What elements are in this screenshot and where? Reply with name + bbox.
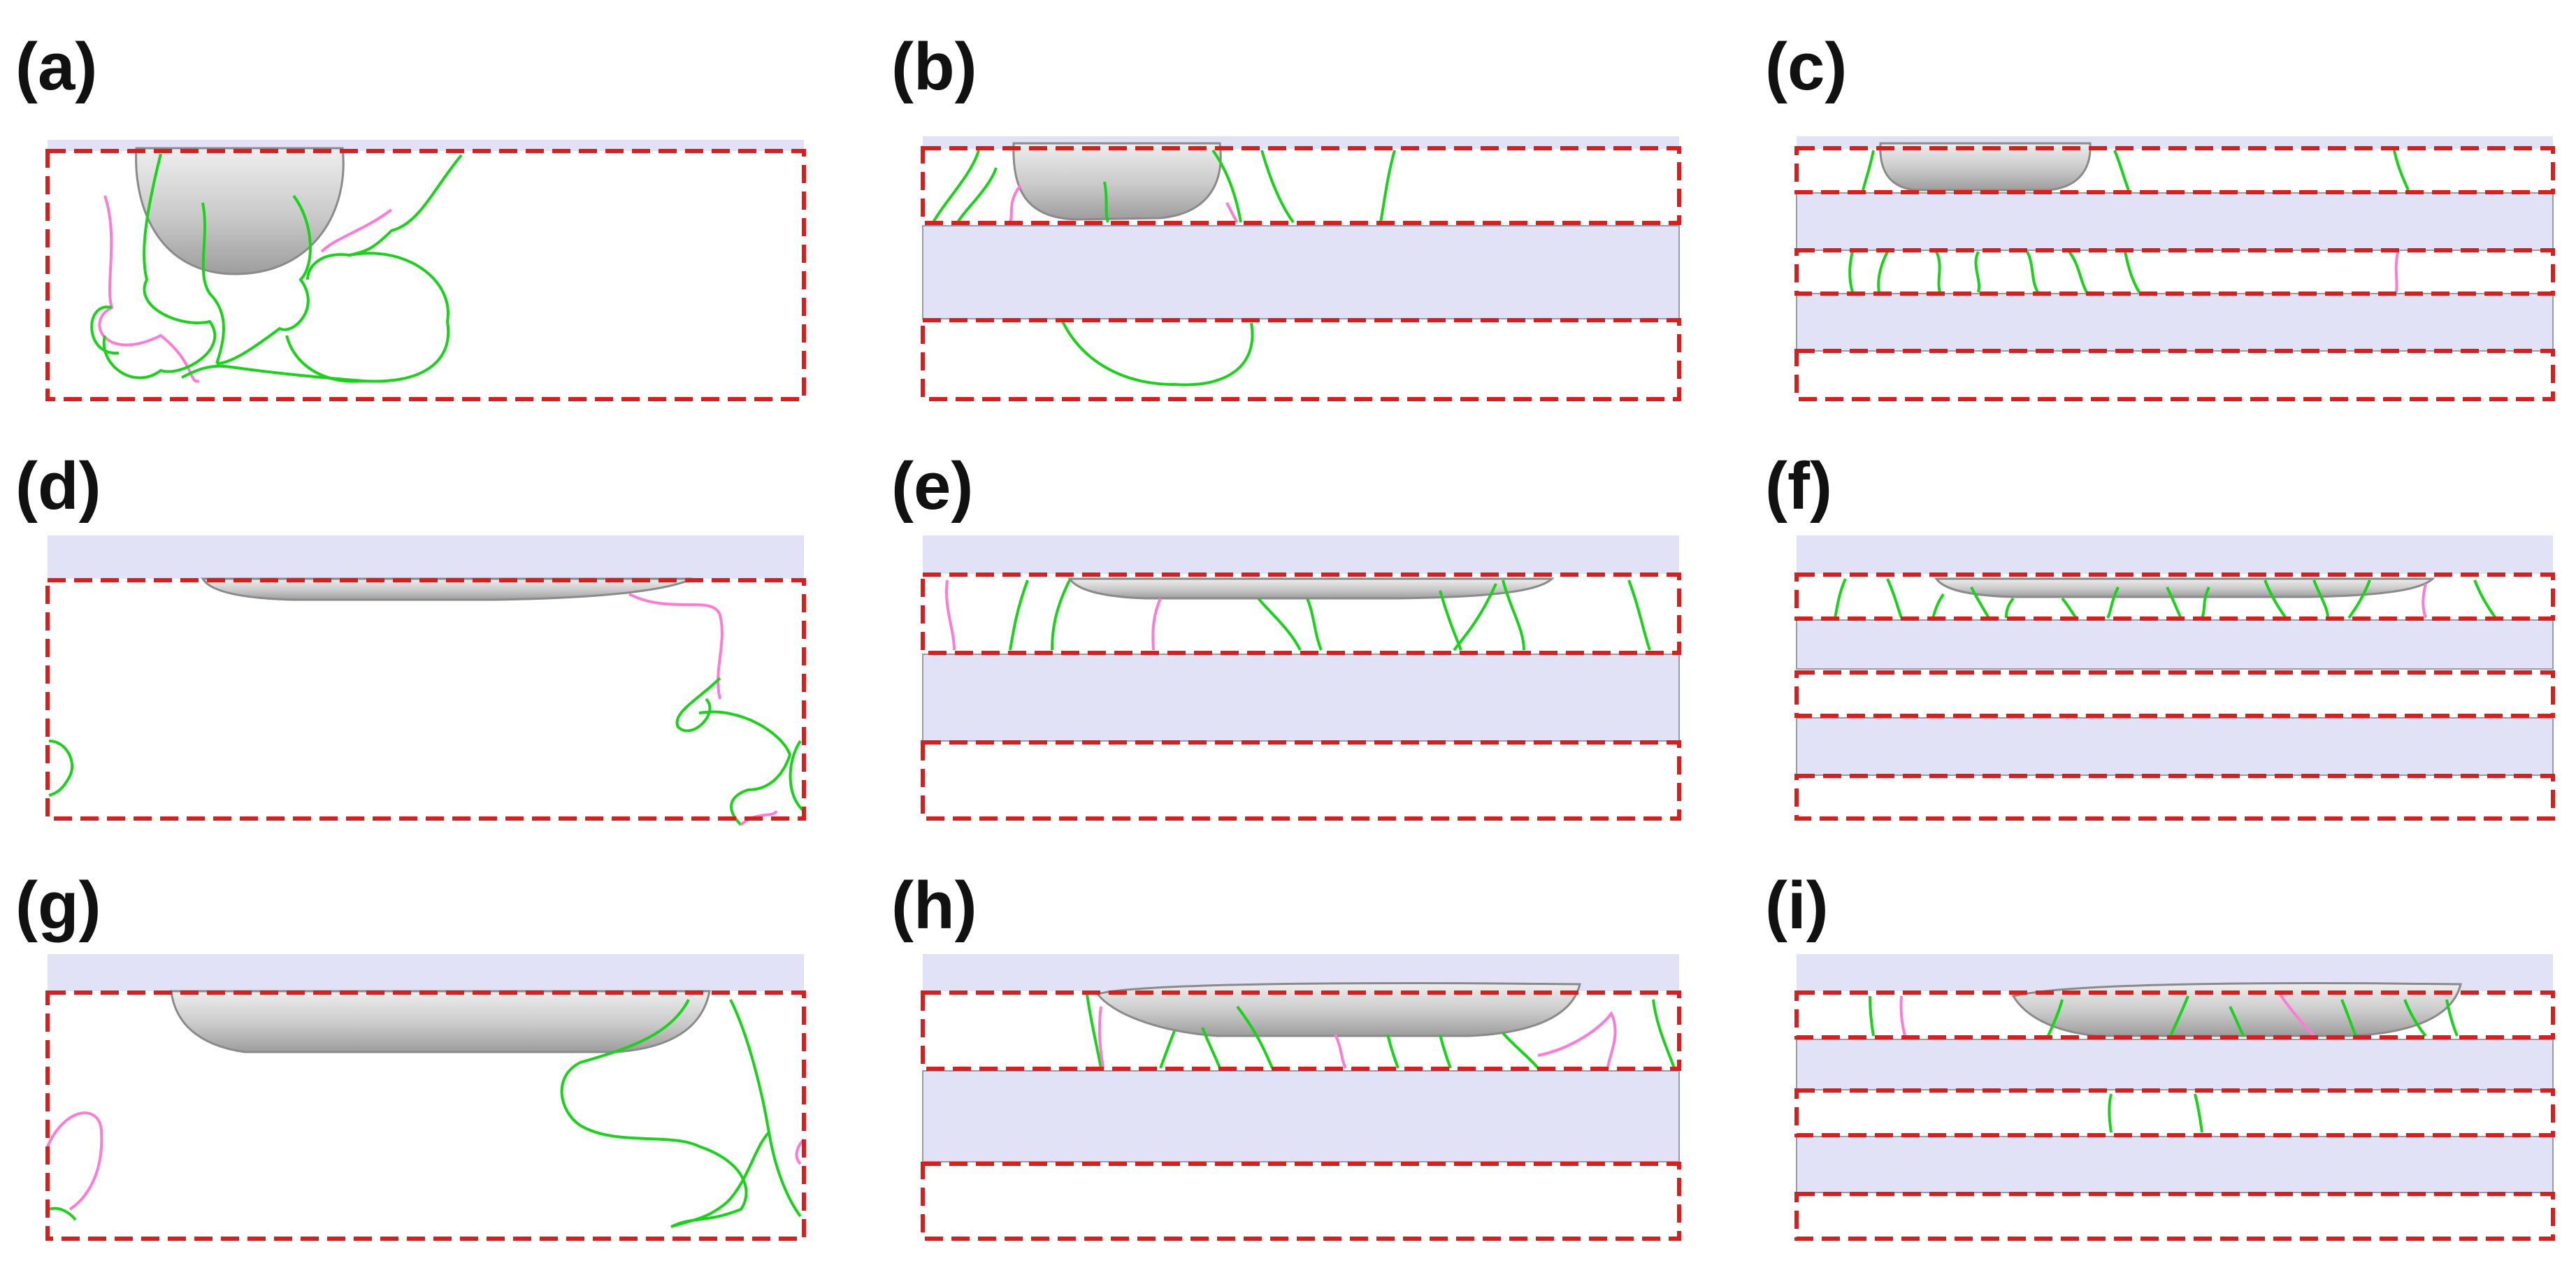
red-dashed-region-2 [921, 740, 1681, 821]
cavity [1012, 142, 1222, 221]
middle-layer [922, 225, 1680, 319]
panel-label-d: (d) [15, 449, 101, 524]
top-layer [1797, 535, 2553, 574]
dislocation-lines [1869, 991, 2459, 1133]
layer-3 [1796, 293, 2554, 352]
cavity [2011, 982, 2462, 1037]
red-dashed-region [45, 990, 806, 1241]
cavity [201, 577, 693, 601]
red-dashed-region-1 [921, 146, 1681, 225]
cavity [1879, 142, 2092, 192]
red-dashed-region-3 [1794, 349, 2555, 401]
panel-e [921, 535, 1681, 821]
panel-i [1794, 954, 2555, 1241]
middle-layer [922, 1070, 1680, 1162]
panel-label-b: (b) [891, 29, 977, 104]
red-dashed-region-3 [1794, 774, 2555, 821]
red-dashed-region-1 [1794, 572, 2555, 621]
top-layer [923, 535, 1679, 574]
red-dashed-region-2 [921, 1162, 1681, 1241]
red-dashed-region-1 [921, 572, 1681, 655]
layer-3 [1796, 1136, 2554, 1193]
layer-2 [1796, 192, 2554, 251]
dislocation-lines [46, 999, 805, 1228]
top-layer [48, 954, 804, 991]
red-dashed-region-1 [921, 990, 1681, 1071]
red-dashed-region-2 [1794, 248, 2555, 296]
red-dashed-region-3 [1794, 1192, 2555, 1241]
panel-label-g: (g) [15, 868, 101, 943]
layer-3 [1796, 717, 2554, 776]
cavity [1934, 577, 2435, 598]
dislocation-lines [90, 153, 463, 383]
red-dashed-region-1 [1794, 990, 2555, 1039]
panel-label-h: (h) [891, 868, 977, 943]
red-dashed-region [45, 149, 806, 401]
cavity [170, 990, 711, 1053]
layer-2 [1796, 1039, 2554, 1090]
dislocation-lines [945, 579, 1651, 651]
panel-h [921, 954, 1681, 1241]
red-dashed-region [45, 578, 806, 821]
panel-a [45, 140, 806, 401]
panel-d [45, 535, 806, 826]
panel-c [1794, 136, 2555, 401]
top-layer [48, 535, 804, 579]
red-dashed-region-2 [921, 318, 1681, 401]
panel-label-c: (c) [1765, 29, 1847, 104]
panel-b [921, 136, 1681, 401]
cavity [1067, 577, 1555, 600]
dislocation-lines [932, 149, 1396, 387]
middle-layer [922, 654, 1680, 742]
red-dashed-region-1 [1794, 146, 2555, 194]
panel-label-e: (e) [891, 449, 973, 524]
red-dashed-region-2 [1794, 1088, 2555, 1137]
panel-label-a: (a) [15, 29, 97, 104]
red-dashed-region-2 [1794, 670, 2555, 718]
layer-2 [1796, 619, 2554, 670]
panel-g [45, 954, 806, 1241]
panel-label-i: (i) [1765, 868, 1829, 943]
panel-label-f: (f) [1765, 449, 1832, 524]
dislocation-lines [48, 593, 805, 826]
dislocation-lines [1086, 993, 1676, 1069]
dislocation-lines [1834, 578, 2497, 619]
dislocation-lines [1848, 150, 2410, 293]
panel-f [1794, 535, 2555, 821]
cavity [135, 147, 345, 275]
